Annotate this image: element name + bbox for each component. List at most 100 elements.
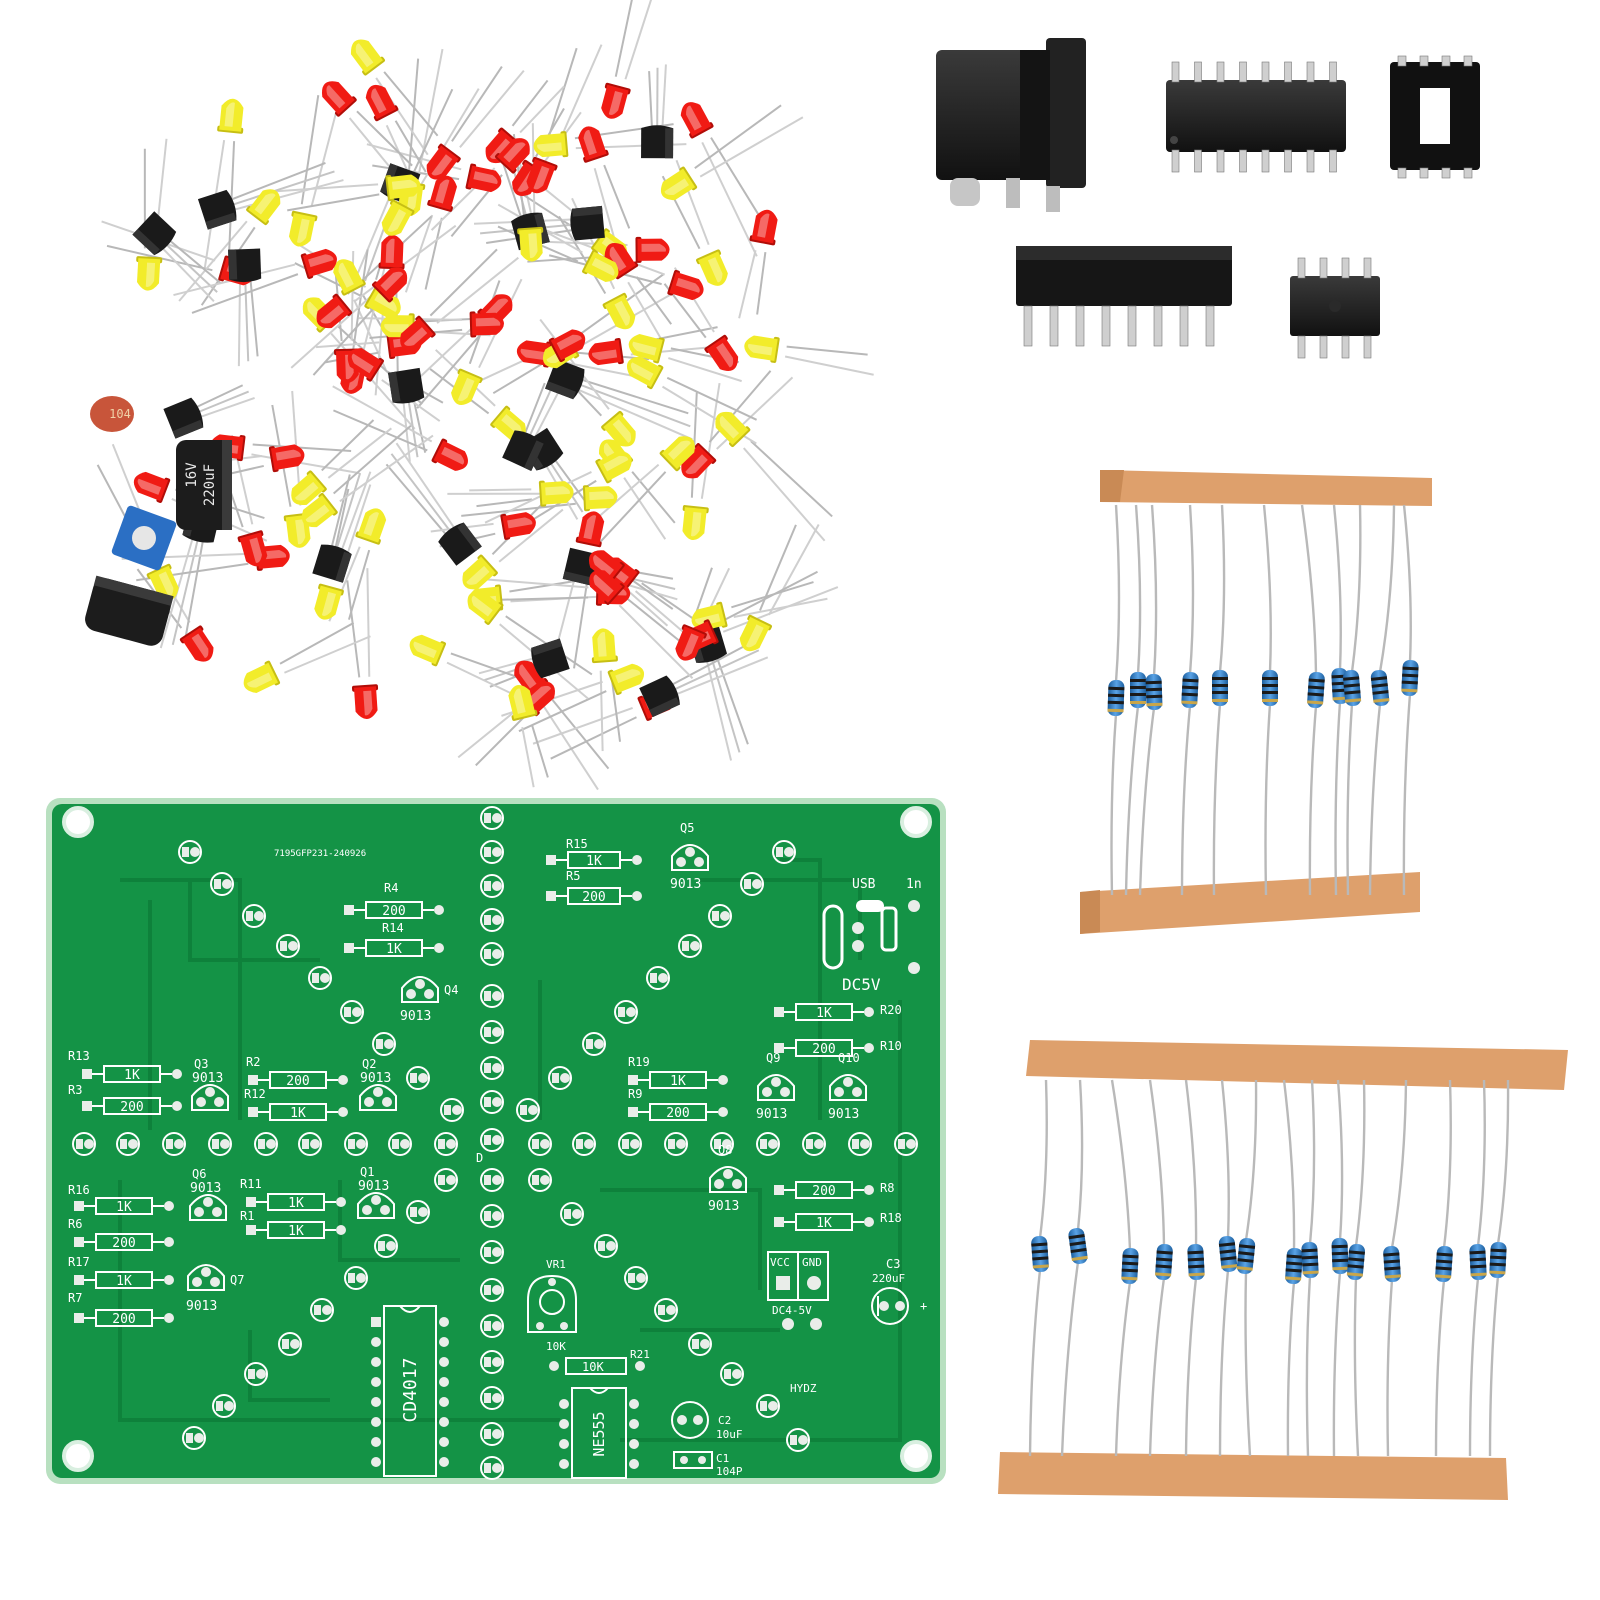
part-body — [538, 480, 574, 507]
transistor-part — [401, 395, 427, 462]
led-part — [251, 443, 360, 475]
led-footprint — [802, 1132, 826, 1156]
transistor-part — [648, 64, 667, 133]
led-part — [614, 0, 661, 80]
led-footprint — [756, 1132, 780, 1156]
resistor-part — [1130, 672, 1146, 708]
transistor-part — [572, 377, 693, 441]
dip16-ic — [1166, 61, 1346, 173]
mounting-hole — [62, 1440, 94, 1472]
led-footprint — [72, 1132, 96, 1156]
led-footprint — [340, 1000, 364, 1024]
led-footprint — [372, 1032, 396, 1056]
mounting-hole — [62, 806, 94, 838]
resistor-ref: R15 — [566, 837, 588, 851]
resistor-ref: R2 — [246, 1055, 260, 1069]
part-body — [578, 126, 609, 163]
resistor-part — [1383, 1245, 1401, 1283]
part-body — [465, 163, 502, 193]
led-footprint — [440, 1098, 464, 1122]
led-footprint — [162, 1132, 186, 1156]
led-footprint — [560, 1202, 584, 1226]
part-body — [364, 284, 401, 318]
resistor-value: 1K — [586, 854, 602, 869]
resistor-value: 1K — [670, 1074, 686, 1089]
resistor-ref: R17 — [68, 1255, 90, 1269]
led-part — [446, 652, 520, 698]
part-body — [589, 570, 625, 605]
led-part — [784, 345, 874, 376]
led-footprint — [480, 874, 504, 898]
resistor-value: 200 — [666, 1106, 689, 1121]
resistor-value: 200 — [812, 1184, 835, 1199]
trimmer-potentiometer — [111, 505, 177, 571]
led-footprint — [374, 1234, 398, 1258]
led-part — [290, 295, 379, 376]
led-footprint — [480, 984, 504, 1008]
part-body — [467, 590, 504, 625]
resistor-part — [1301, 1241, 1319, 1279]
transistor-ref: Q5 — [680, 821, 694, 835]
led-footprint — [480, 1204, 504, 1228]
part-body — [601, 82, 631, 119]
resistors-row-1 — [1107, 504, 1419, 896]
pcb-resistor-r2: R2 200 — [246, 1055, 348, 1089]
resistor-part — [1343, 669, 1362, 707]
part-body — [739, 614, 772, 652]
part-body — [427, 175, 457, 212]
resistor-ref: R16 — [68, 1183, 90, 1197]
transistor-part-number: 9013 — [186, 1299, 217, 1314]
part-body — [575, 511, 605, 548]
resistor-value: 200 — [286, 1074, 309, 1089]
ic1-ref: IC1 — [398, 1484, 418, 1497]
led-part — [627, 276, 673, 340]
part-body — [321, 81, 357, 117]
mounting-hole — [900, 1440, 932, 1472]
part-body — [502, 430, 544, 471]
led-footprint — [242, 904, 266, 928]
part-body — [132, 211, 177, 256]
part-body — [526, 156, 558, 194]
transistor-part-number: 9013 — [190, 1181, 221, 1196]
r21-footprint: 10K R21 — [549, 1348, 650, 1375]
led-footprint — [210, 872, 234, 896]
led-footprint — [786, 1428, 810, 1452]
pcb-transistor-q5: Q5 9013 — [670, 821, 709, 892]
c3-ref: C3 — [886, 1257, 900, 1271]
led-part — [332, 385, 433, 452]
resistor-ref: R13 — [68, 1049, 90, 1063]
part-body — [228, 248, 262, 283]
led-footprint — [678, 934, 702, 958]
part-body — [715, 411, 751, 448]
resistor-part — [1435, 1245, 1453, 1283]
led-footprint — [178, 840, 202, 864]
transistor-part-number: 9013 — [670, 877, 701, 892]
c1-footprint: C1 104P — [673, 1451, 743, 1478]
led-part — [731, 581, 828, 618]
transistor-ref: Q1 — [360, 1165, 374, 1179]
c2-value: 10uF — [716, 1428, 743, 1441]
led-footprint — [344, 1266, 368, 1290]
led-footprint — [848, 1132, 872, 1156]
part-body — [659, 436, 695, 472]
part-body — [582, 249, 619, 283]
ic2-footprint: NE555 IC2 — [559, 1387, 639, 1497]
part-body — [500, 512, 536, 540]
resistor-ref: R12 — [244, 1087, 266, 1101]
led-footprint — [244, 1362, 268, 1386]
led-footprint — [480, 908, 504, 932]
transistor-ref: Q8 — [718, 1143, 732, 1157]
board-serial: 7195GFP231-240926 — [274, 849, 366, 859]
resistor-part — [1068, 1227, 1088, 1265]
transistor-part-number: 9013 — [192, 1071, 223, 1086]
transistor-part-number: 9013 — [708, 1199, 739, 1214]
led-footprint — [480, 1350, 504, 1374]
r21-value: 10K — [582, 1360, 604, 1374]
part-body — [291, 470, 327, 506]
usb-label: USB — [852, 877, 876, 892]
